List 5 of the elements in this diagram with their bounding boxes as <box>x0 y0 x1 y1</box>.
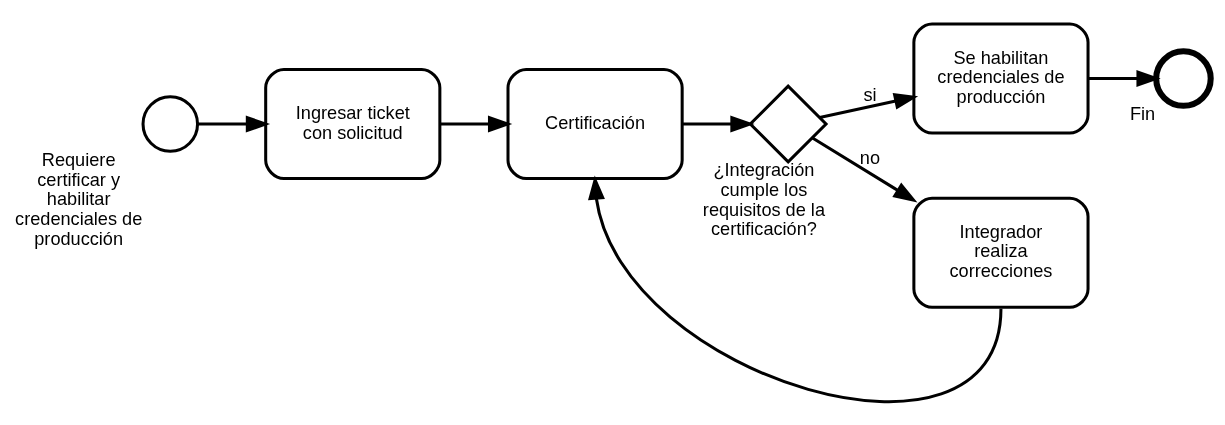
node-label: ¿Integración cumple los requisitos de la certificación? <box>702 159 826 239</box>
edge-label: no <box>859 147 881 168</box>
edge-label: si <box>863 84 877 105</box>
node-label: Requiere certificar y habilitar credenciales de producción <box>15 149 143 249</box>
node-label: Fin <box>1129 103 1156 124</box>
